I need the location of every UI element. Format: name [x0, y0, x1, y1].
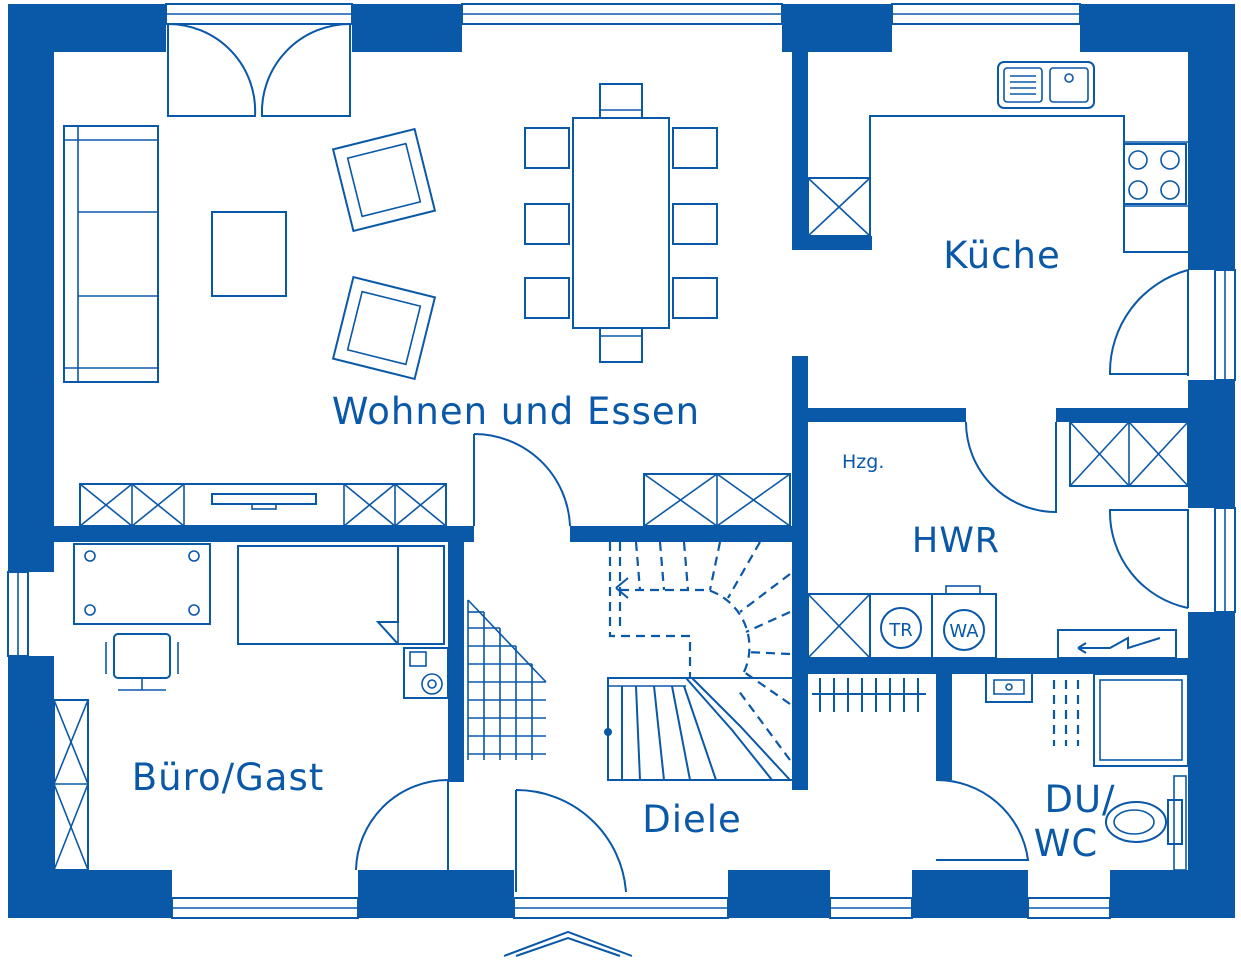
living-furniture: [63, 83, 791, 527]
dryer-label: TR: [888, 620, 913, 641]
stairs-arrow-icon: [615, 577, 629, 599]
bathroom-fixtures: [985, 673, 1189, 871]
staircase: [467, 541, 926, 781]
hwr-furniture: [807, 421, 1189, 659]
room-label-duwc-line1: DU/: [1044, 778, 1115, 821]
entrance-arrow-icon: [503, 930, 633, 957]
doors: [167, 22, 1189, 893]
washer-label: WA: [949, 621, 979, 642]
room-label-buero: Büro/Gast: [132, 756, 324, 799]
outer-walls: [8, 4, 1235, 918]
windows: [7, 3, 1236, 919]
room-label-hwr: HWR: [912, 521, 1000, 561]
office-furniture: [53, 543, 449, 871]
interior-walls: [54, 52, 1188, 790]
room-label-diele: Diele: [642, 798, 742, 841]
room-label-kueche: Küche: [943, 234, 1060, 277]
room-label-duwc-line2: WC: [1034, 822, 1098, 865]
kitchen-furniture: [807, 61, 1188, 253]
room-label-wohnen: Wohnen und Essen: [332, 390, 700, 433]
heating-label: Hzg.: [842, 451, 884, 473]
